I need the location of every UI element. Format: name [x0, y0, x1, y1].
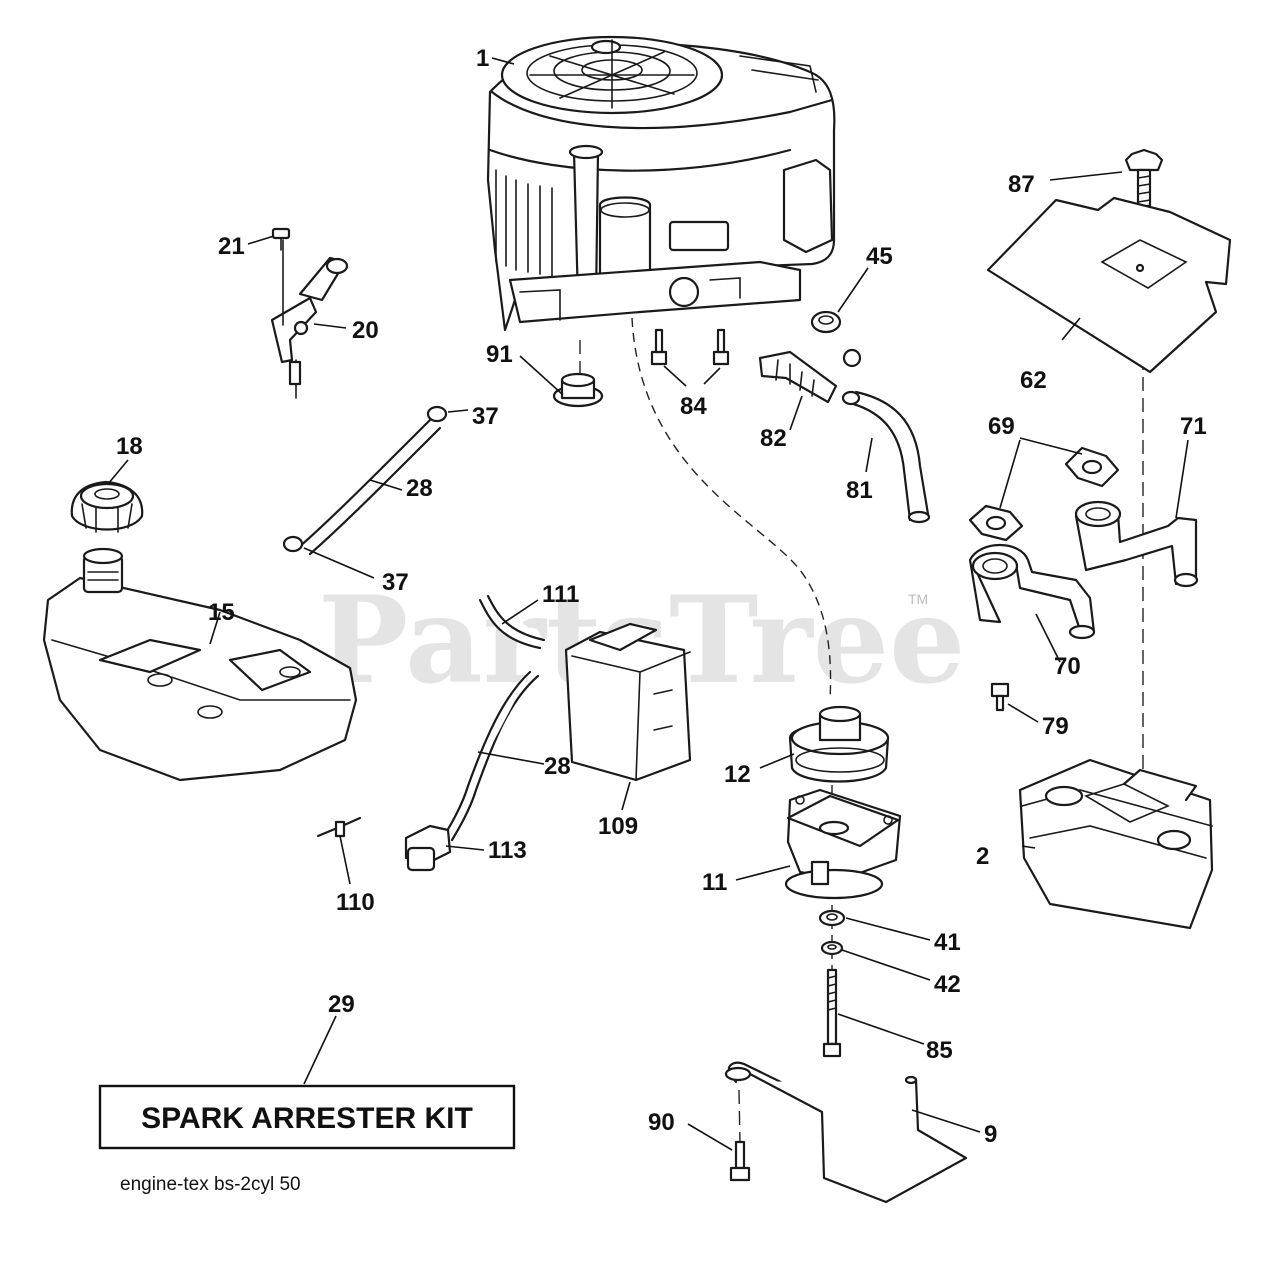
diagram-reference: engine-tex bs-2cyl 50 [120, 1174, 301, 1195]
callout-labels: 1 87 21 20 45 91 84 82 81 62 69 71 70 79… [116, 45, 1207, 1148]
callout-42: 42 [934, 971, 961, 998]
engine[interactable] [486, 35, 836, 332]
pto-clutch-11[interactable] [784, 788, 902, 900]
watermark-tm: TM [908, 591, 928, 607]
callout-28-upper: 28 [406, 475, 433, 502]
fuel-shutoff-113[interactable] [404, 824, 452, 872]
bolt-79[interactable] [990, 682, 1010, 712]
exhaust-pipe-70[interactable] [968, 543, 1096, 640]
bolt-90[interactable] [729, 1140, 751, 1182]
callout-45: 45 [866, 243, 893, 270]
exhaust-pipe-71[interactable] [1074, 500, 1199, 588]
callout-29: 29 [328, 991, 355, 1018]
fuel-line-111[interactable] [478, 594, 546, 650]
oil-drain-valve-82[interactable] [758, 348, 862, 404]
leader-lines [107, 57, 1189, 1151]
callout-84: 84 [680, 393, 707, 420]
callout-37-upper: 37 [472, 403, 499, 430]
callout-70: 70 [1054, 653, 1081, 680]
hose-clamp-37-lower[interactable] [282, 535, 304, 553]
gasket-69-lower[interactable] [968, 504, 1024, 542]
callout-11: 11 [702, 869, 727, 896]
bracket-9[interactable] [724, 1061, 968, 1204]
callout-37-lower: 37 [382, 569, 409, 596]
callout-110: 110 [336, 889, 375, 916]
callout-113: 113 [488, 837, 527, 864]
callout-90: 90 [648, 1109, 675, 1136]
fuel-pump-109[interactable] [564, 622, 692, 782]
spacer-91[interactable] [552, 372, 604, 408]
callout-15: 15 [208, 599, 235, 626]
washer-41[interactable] [818, 909, 846, 927]
gasket-69-upper[interactable] [1064, 446, 1120, 488]
callout-69: 69 [988, 413, 1015, 440]
spark-arrester-kit-box[interactable]: SPARK ARRESTER KIT [98, 1084, 516, 1150]
fuel-cap[interactable] [70, 480, 144, 533]
spark-arrester-kit-label: SPARK ARRESTER KIT [141, 1102, 473, 1135]
fuel-tank[interactable] [42, 547, 358, 782]
callout-109: 109 [598, 813, 638, 840]
callout-18: 18 [116, 433, 143, 460]
callout-20: 20 [352, 317, 379, 344]
throttle-control-assembly[interactable] [270, 239, 349, 399]
callout-62: 62 [1020, 367, 1047, 394]
callout-111: 111 [542, 581, 579, 608]
callout-71: 71 [1180, 413, 1207, 440]
hose-clamp-37-upper[interactable] [426, 405, 448, 423]
fuel-filter-110[interactable] [316, 816, 362, 838]
callout-79: 79 [1042, 713, 1069, 740]
callout-91: 91 [486, 341, 513, 368]
heat-shield-62[interactable] [986, 196, 1232, 374]
muffler-2[interactable] [1018, 758, 1214, 930]
callout-21: 21 [218, 233, 245, 260]
fuel-line-upper[interactable] [296, 418, 442, 556]
pulley-12[interactable] [788, 705, 890, 783]
callout-12: 12 [724, 761, 751, 788]
bolts-84[interactable] [650, 328, 730, 366]
drain-hose-81[interactable] [841, 390, 931, 524]
screw-21[interactable] [271, 227, 291, 251]
callout-1: 1 [476, 45, 489, 72]
callout-41: 41 [934, 929, 961, 956]
knob-87[interactable] [1124, 148, 1164, 208]
callout-81: 81 [846, 477, 873, 504]
callout-87: 87 [1008, 171, 1035, 198]
callout-2: 2 [976, 843, 989, 870]
callout-85: 85 [926, 1037, 953, 1064]
callout-82: 82 [760, 425, 787, 452]
bolt-85[interactable] [822, 968, 842, 1058]
callout-28-lower: 28 [544, 753, 571, 780]
callout-9: 9 [984, 1121, 997, 1148]
washer-42[interactable] [820, 940, 844, 956]
nut-45[interactable] [810, 310, 842, 334]
